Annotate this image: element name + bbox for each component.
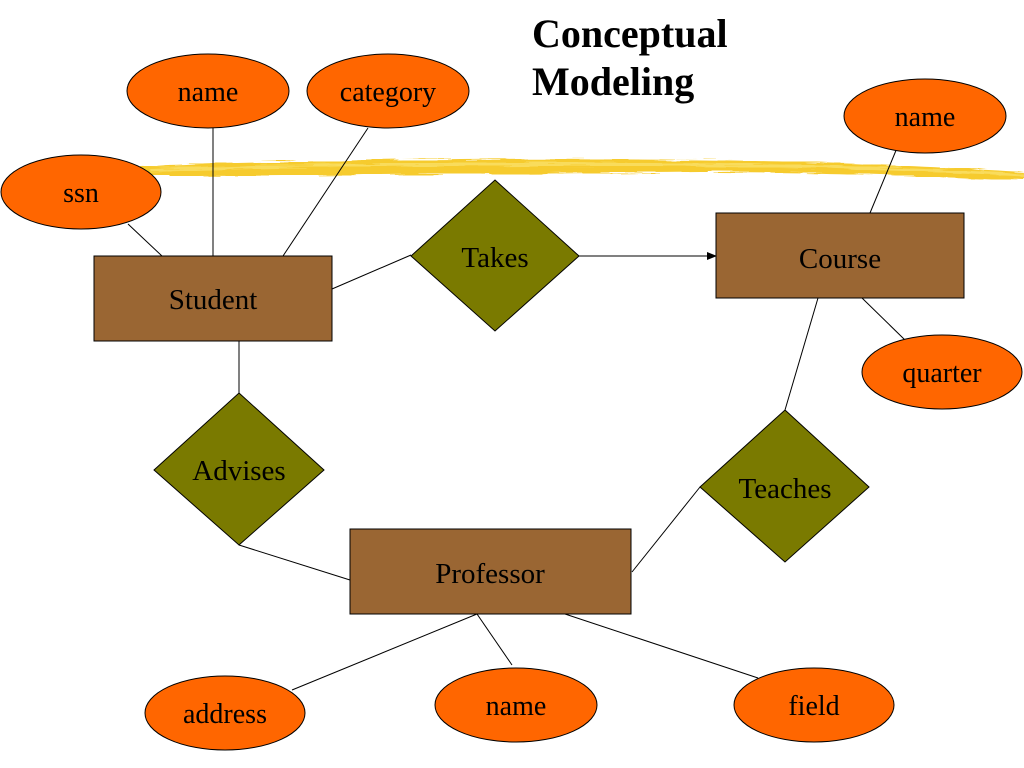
line-student-category xyxy=(282,127,369,257)
entity-student-label: Student xyxy=(169,284,258,316)
line-professor-name xyxy=(476,613,513,666)
line-student-takes xyxy=(331,254,412,290)
attribute-student-ssn: ssn xyxy=(0,154,162,230)
relationship-teaches-label: Teaches xyxy=(739,473,832,505)
line-course-name xyxy=(869,147,898,214)
attribute-professor-field: field xyxy=(733,667,895,743)
slide-title-line-1: Conceptual xyxy=(532,11,728,56)
highlighter-stroke xyxy=(140,159,1024,180)
attribute-professor-address: address xyxy=(144,675,306,751)
relationship-advises-label: Advises xyxy=(192,455,285,487)
relationship-advises: Advises xyxy=(153,392,325,546)
line-teaches-professor xyxy=(631,486,701,573)
entity-professor-label: Professor xyxy=(435,558,545,590)
relationship-teaches: Teaches xyxy=(699,409,870,563)
attribute-course-name: name xyxy=(843,78,1007,154)
attribute-student-category: category xyxy=(306,53,470,129)
entity-course: Course xyxy=(715,212,965,299)
line-professor-field xyxy=(564,613,759,679)
attribute-course-name-label: name xyxy=(895,102,956,133)
slide-title-line-2: Modeling xyxy=(532,59,695,104)
attribute-professor-address-label: address xyxy=(183,699,267,730)
line-advises-professor xyxy=(238,544,351,581)
attribute-course-quarter: quarter xyxy=(861,334,1023,410)
attribute-student-category-label: category xyxy=(340,77,436,108)
line-course-quarter xyxy=(861,297,906,341)
attribute-student-ssn-label: ssn xyxy=(63,178,99,209)
attribute-professor-field-label: field xyxy=(788,691,839,722)
attribute-student-name: name xyxy=(126,53,290,129)
connector-lines xyxy=(127,127,906,691)
attribute-course-quarter-label: quarter xyxy=(902,358,982,389)
attribute-professor-name-label: name xyxy=(486,691,547,722)
entity-course-label: Course xyxy=(799,243,881,275)
attribute-professor-name: name xyxy=(434,667,598,743)
attribute-student-name-label: name xyxy=(178,77,239,108)
relationship-takes: Takes xyxy=(410,179,580,332)
line-student-ssn xyxy=(127,223,163,257)
line-course-teaches xyxy=(784,297,819,411)
relationship-takes-label: Takes xyxy=(461,242,528,274)
slide-title: Conceptual Modeling xyxy=(532,10,728,106)
line-professor-address xyxy=(291,613,478,691)
entity-student: Student xyxy=(93,255,333,342)
entity-professor: Professor xyxy=(349,528,632,615)
